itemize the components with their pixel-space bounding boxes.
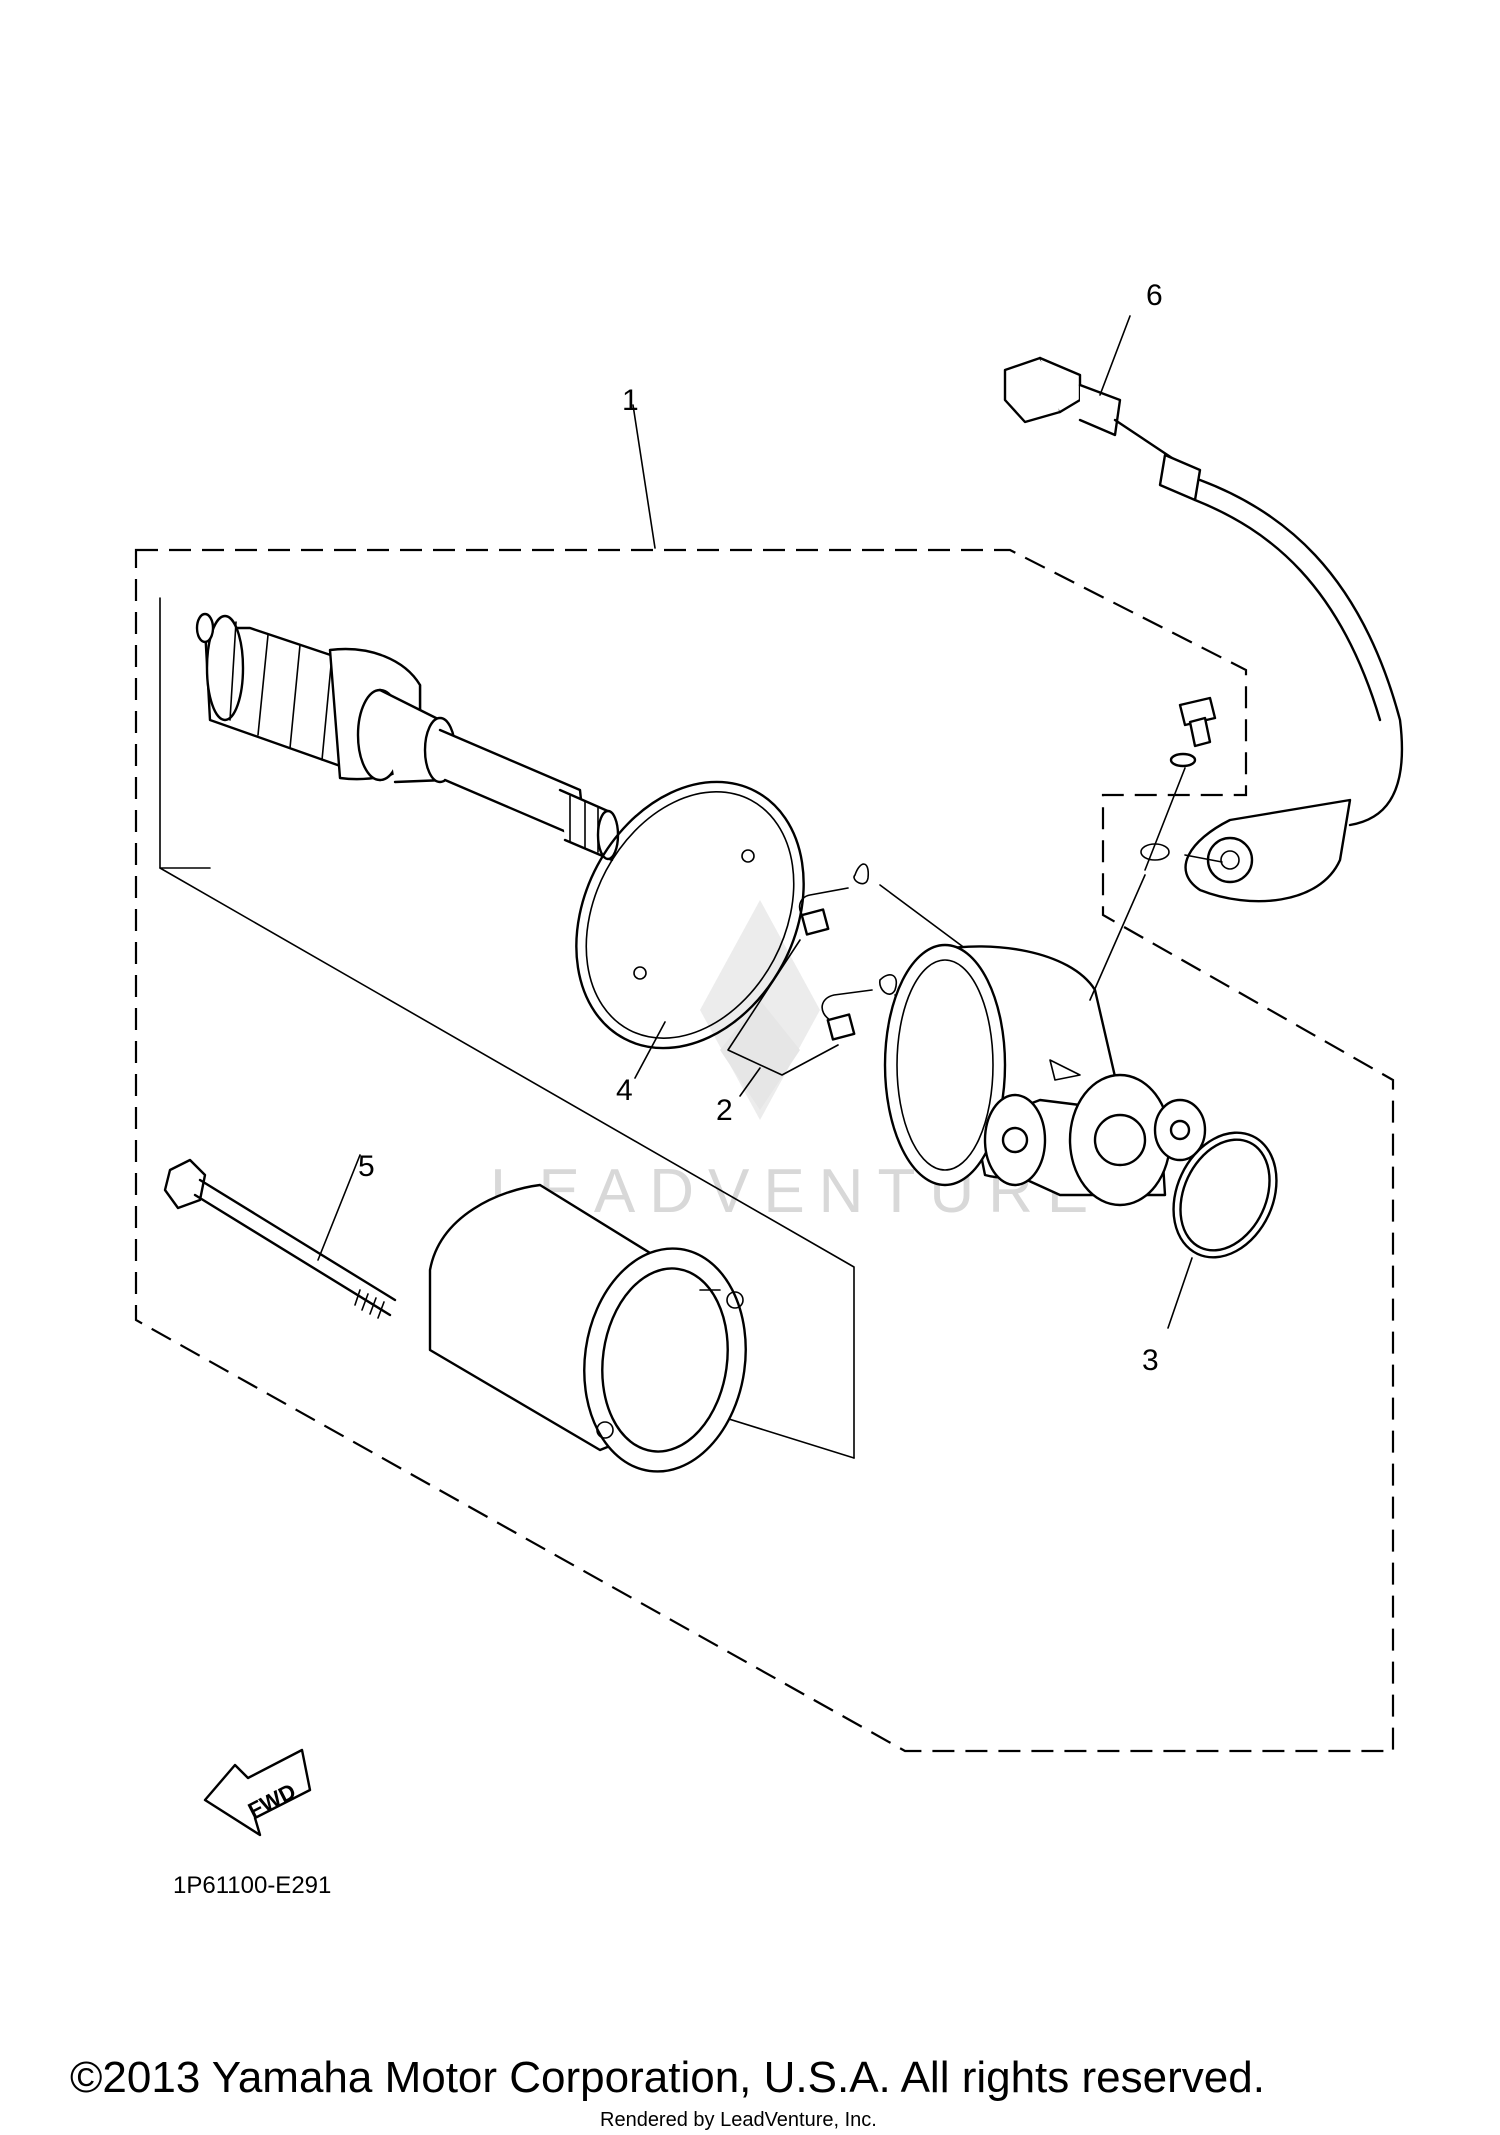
fwd-arrow-icon: FWD bbox=[203, 1748, 312, 1837]
brush-set bbox=[727, 863, 1006, 1076]
through-bolt bbox=[163, 1158, 397, 1319]
yoke-case bbox=[428, 1183, 747, 1473]
callout-numbers: 1 2 3 4 5 6 bbox=[358, 279, 1163, 1377]
callout-6: 6 bbox=[1146, 279, 1163, 312]
lead-wire bbox=[1003, 356, 1404, 1001]
assembly-outline bbox=[134, 548, 1395, 1753]
leader-lines bbox=[317, 315, 1193, 1329]
callout-3: 3 bbox=[1142, 1344, 1159, 1377]
diagram-code: 1P61100-E291 bbox=[173, 1872, 331, 1899]
callout-5: 5 bbox=[358, 1150, 375, 1183]
terminal-screw bbox=[1140, 696, 1217, 871]
callout-4: 4 bbox=[616, 1074, 633, 1107]
callout-1: 1 bbox=[622, 384, 639, 417]
rendered-by-notice: Rendered by LeadVenture, Inc. bbox=[600, 2109, 877, 2131]
callout-2: 2 bbox=[716, 1094, 733, 1127]
front-cover bbox=[883, 943, 1207, 1207]
gasket-ring bbox=[575, 780, 805, 1050]
copyright-notice: ©2013 Yamaha Motor Corporation, U.S.A. A… bbox=[70, 2053, 1265, 2102]
o-ring bbox=[1172, 1131, 1278, 1259]
armature bbox=[195, 612, 620, 862]
